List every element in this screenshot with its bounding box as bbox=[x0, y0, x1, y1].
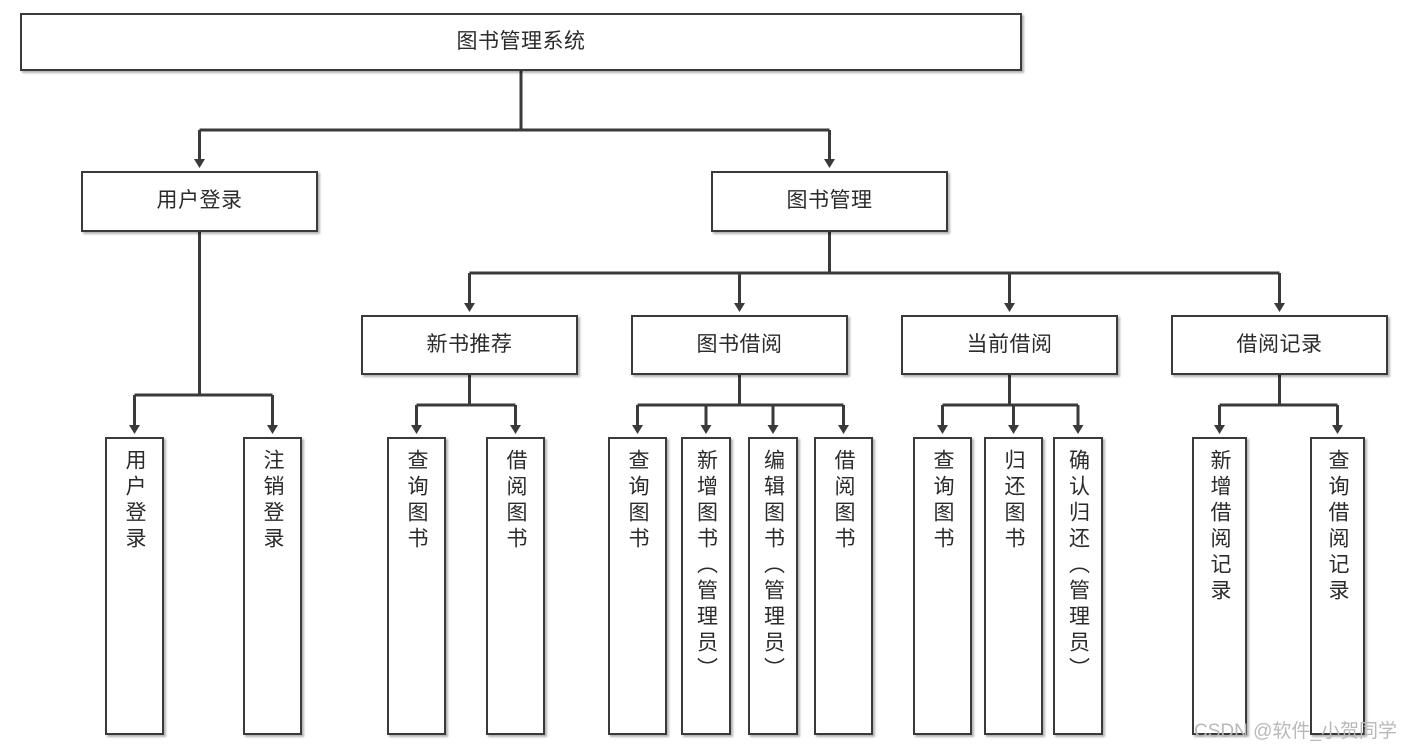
node-label: 查询图书 bbox=[405, 449, 429, 553]
node-leaf-user-login[interactable]: 用户登录 bbox=[105, 437, 164, 735]
node-leaf-user-logout[interactable]: 注销登录 bbox=[243, 437, 302, 735]
node-book-borrow[interactable]: 图书借阅 bbox=[631, 315, 848, 375]
node-label: 用户登录 bbox=[156, 189, 243, 213]
node-label: 图书管理系统 bbox=[456, 29, 586, 53]
node-leaf-return-book[interactable]: 归还图书 bbox=[984, 437, 1043, 735]
node-leaf-edit-book[interactable]: 编辑图书（管理员） bbox=[748, 437, 798, 735]
node-leaf-borrow-book-1[interactable]: 借阅图书 bbox=[486, 437, 545, 735]
node-leaf-add-book[interactable]: 新增图书（管理员） bbox=[681, 437, 731, 735]
node-label: 图书管理 bbox=[786, 189, 873, 213]
node-label: 当前借阅 bbox=[966, 332, 1053, 356]
node-root[interactable]: 图书管理系统 bbox=[20, 13, 1022, 71]
node-leaf-add-record[interactable]: 新增借阅记录 bbox=[1192, 437, 1247, 735]
node-current-borrow[interactable]: 当前借阅 bbox=[901, 315, 1118, 375]
node-book-manage[interactable]: 图书管理 bbox=[711, 171, 948, 232]
node-leaf-query-book-3[interactable]: 查询图书 bbox=[913, 437, 972, 735]
node-label: 新书推荐 bbox=[426, 332, 513, 356]
node-label: 查询借阅记录 bbox=[1326, 449, 1350, 605]
node-new-book-recommend[interactable]: 新书推荐 bbox=[361, 315, 578, 375]
node-label: 新增借阅记录 bbox=[1208, 449, 1232, 605]
node-leaf-confirm-return[interactable]: 确认归还（管理员） bbox=[1053, 437, 1103, 735]
node-label: 图书借阅 bbox=[696, 332, 783, 356]
node-label: 用户登录 bbox=[123, 449, 147, 553]
watermark: CSDN @软件_小贺同学 bbox=[1194, 721, 1397, 742]
node-borrow-record[interactable]: 借阅记录 bbox=[1171, 315, 1388, 375]
node-label: 借阅图书 bbox=[504, 449, 528, 553]
node-leaf-query-book-1[interactable]: 查询图书 bbox=[387, 437, 446, 735]
node-label: 借阅记录 bbox=[1236, 332, 1323, 356]
node-label: 查询图书 bbox=[626, 449, 650, 553]
node-leaf-query-record[interactable]: 查询借阅记录 bbox=[1310, 437, 1365, 735]
node-leaf-query-book-2[interactable]: 查询图书 bbox=[608, 437, 667, 735]
node-label: 编辑图书（管理员） bbox=[761, 449, 785, 683]
node-label: 归还图书 bbox=[1002, 449, 1026, 553]
node-label: 借阅图书 bbox=[832, 449, 856, 553]
node-user-login[interactable]: 用户登录 bbox=[81, 171, 318, 232]
node-label: 注销登录 bbox=[261, 449, 285, 553]
node-label: 确认归还（管理员） bbox=[1066, 449, 1090, 683]
node-leaf-borrow-book-2[interactable]: 借阅图书 bbox=[814, 437, 873, 735]
node-label: 新增图书（管理员） bbox=[694, 449, 718, 683]
node-label: 查询图书 bbox=[931, 449, 955, 553]
